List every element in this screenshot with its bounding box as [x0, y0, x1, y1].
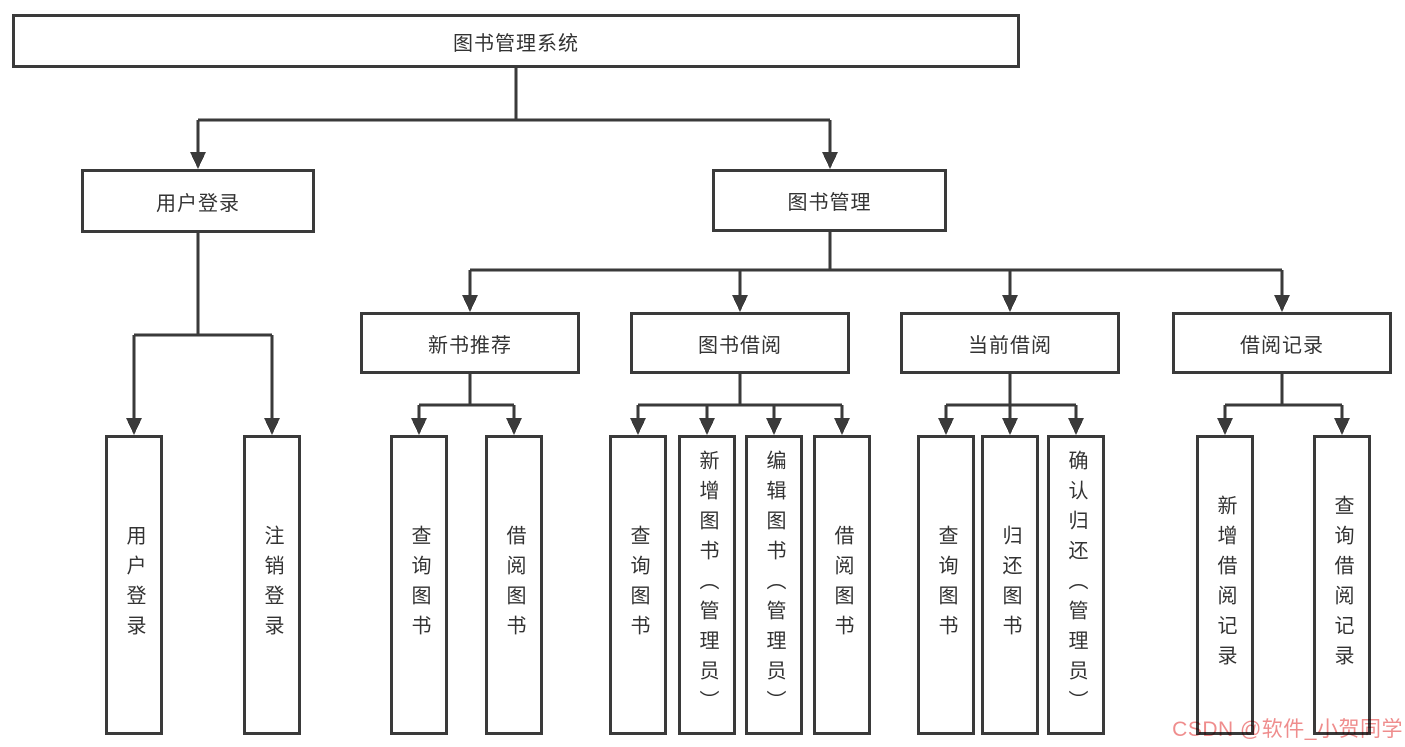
arrowhead-icon: [1274, 295, 1290, 312]
leaf-query-borrow-record: 查询借阅记录: [1313, 435, 1371, 735]
arrowhead-icon: [1002, 418, 1018, 435]
leaf-query-books-borrow-label: 查询图书: [627, 525, 649, 645]
node-new-book-recommend: 新书推荐: [360, 312, 580, 374]
leaf-borrow-books-recommend: 借阅图书: [485, 435, 543, 735]
leaf-query-books-current: 查询图书: [917, 435, 975, 735]
arrowhead-icon: [699, 418, 715, 435]
node-library-system: 图书管理系统: [12, 14, 1020, 68]
leaf-add-borrow-record-label: 新增借阅记录: [1214, 495, 1236, 675]
node-book-management-label: 图书管理: [787, 192, 872, 214]
leaf-logout-label: 注销登录: [261, 525, 283, 645]
arrowhead-icon: [822, 152, 838, 169]
arrowhead-icon: [938, 418, 954, 435]
arrowhead-icon: [462, 295, 478, 312]
connector-line: [196, 68, 832, 154]
new-book-recommend-connectors: [411, 374, 522, 435]
connector-line: [944, 374, 1078, 420]
leaf-return-books-label: 归还图书: [999, 525, 1021, 645]
node-user-login: 用户登录: [81, 169, 315, 233]
leaf-user-login: 用户登录: [105, 435, 163, 735]
node-book-borrow-label: 图书借阅: [698, 334, 782, 357]
leaf-borrow-books-recommend-label: 借阅图书: [503, 525, 525, 645]
node-current-borrow-label: 当前借阅: [968, 334, 1052, 357]
arrowhead-icon: [1334, 418, 1350, 435]
arrowhead-icon: [630, 418, 646, 435]
node-book-management: 图书管理: [712, 169, 947, 232]
leaf-logout: 注销登录: [243, 435, 301, 735]
leaf-borrow-books-label: 借阅图书: [831, 525, 853, 645]
arrowhead-icon: [411, 418, 427, 435]
node-library-system-label: 图书管理系统: [453, 32, 579, 55]
arrowhead-icon: [1002, 295, 1018, 312]
leaf-query-books-recommend: 查询图书: [390, 435, 448, 735]
leaf-query-borrow-record-label: 查询借阅记录: [1331, 495, 1353, 675]
node-new-book-recommend-label: 新书推荐: [428, 334, 512, 357]
connector-line: [468, 232, 1284, 297]
leaf-add-books-admin: 新增图书（管理员）: [678, 435, 736, 735]
leaf-return-books: 归还图书: [981, 435, 1039, 735]
node-borrow-record-label: 借阅记录: [1240, 334, 1324, 357]
leaf-query-books-recommend-label: 查询图书: [408, 525, 430, 645]
current-borrow-connectors: [938, 374, 1084, 435]
arrowhead-icon: [264, 418, 280, 435]
borrow-record-connectors: [1217, 374, 1350, 435]
leaf-borrow-books: 借阅图书: [813, 435, 871, 735]
leaf-edit-books-admin-label: 编辑图书（管理员）: [763, 450, 785, 720]
arrowhead-icon: [190, 152, 206, 169]
connector-line: [1223, 374, 1344, 420]
connector-line: [132, 233, 274, 420]
leaf-query-books-borrow: 查询图书: [609, 435, 667, 735]
leaf-confirm-return-admin-label: 确认归还（管理员）: [1065, 450, 1087, 720]
leaf-edit-books-admin: 编辑图书（管理员）: [745, 435, 803, 735]
book-management-connectors: [462, 232, 1290, 312]
arrowhead-icon: [834, 418, 850, 435]
node-current-borrow: 当前借阅: [900, 312, 1120, 374]
arrowhead-icon: [506, 418, 522, 435]
book-borrow-connectors: [630, 374, 850, 435]
user-login-connectors: [126, 233, 280, 435]
arrowhead-icon: [732, 295, 748, 312]
csdn-watermark: CSDN @软件_小贺同学: [1172, 718, 1403, 741]
node-book-borrow: 图书借阅: [630, 312, 850, 374]
node-borrow-record: 借阅记录: [1172, 312, 1392, 374]
root-connectors: [190, 68, 838, 169]
leaf-query-books-current-label: 查询图书: [935, 525, 957, 645]
leaf-add-books-admin-label: 新增图书（管理员）: [696, 450, 718, 720]
arrowhead-icon: [1068, 418, 1084, 435]
leaf-add-borrow-record: 新增借阅记录: [1196, 435, 1254, 735]
node-user-login-label: 用户登录: [156, 192, 240, 215]
connector-line: [636, 374, 844, 420]
connector-line: [417, 374, 516, 420]
arrowhead-icon: [766, 418, 782, 435]
arrowhead-icon: [126, 418, 142, 435]
leaf-user-login-label: 用户登录: [123, 525, 145, 645]
arrowhead-icon: [1217, 418, 1233, 435]
leaf-confirm-return-admin: 确认归还（管理员）: [1047, 435, 1105, 735]
